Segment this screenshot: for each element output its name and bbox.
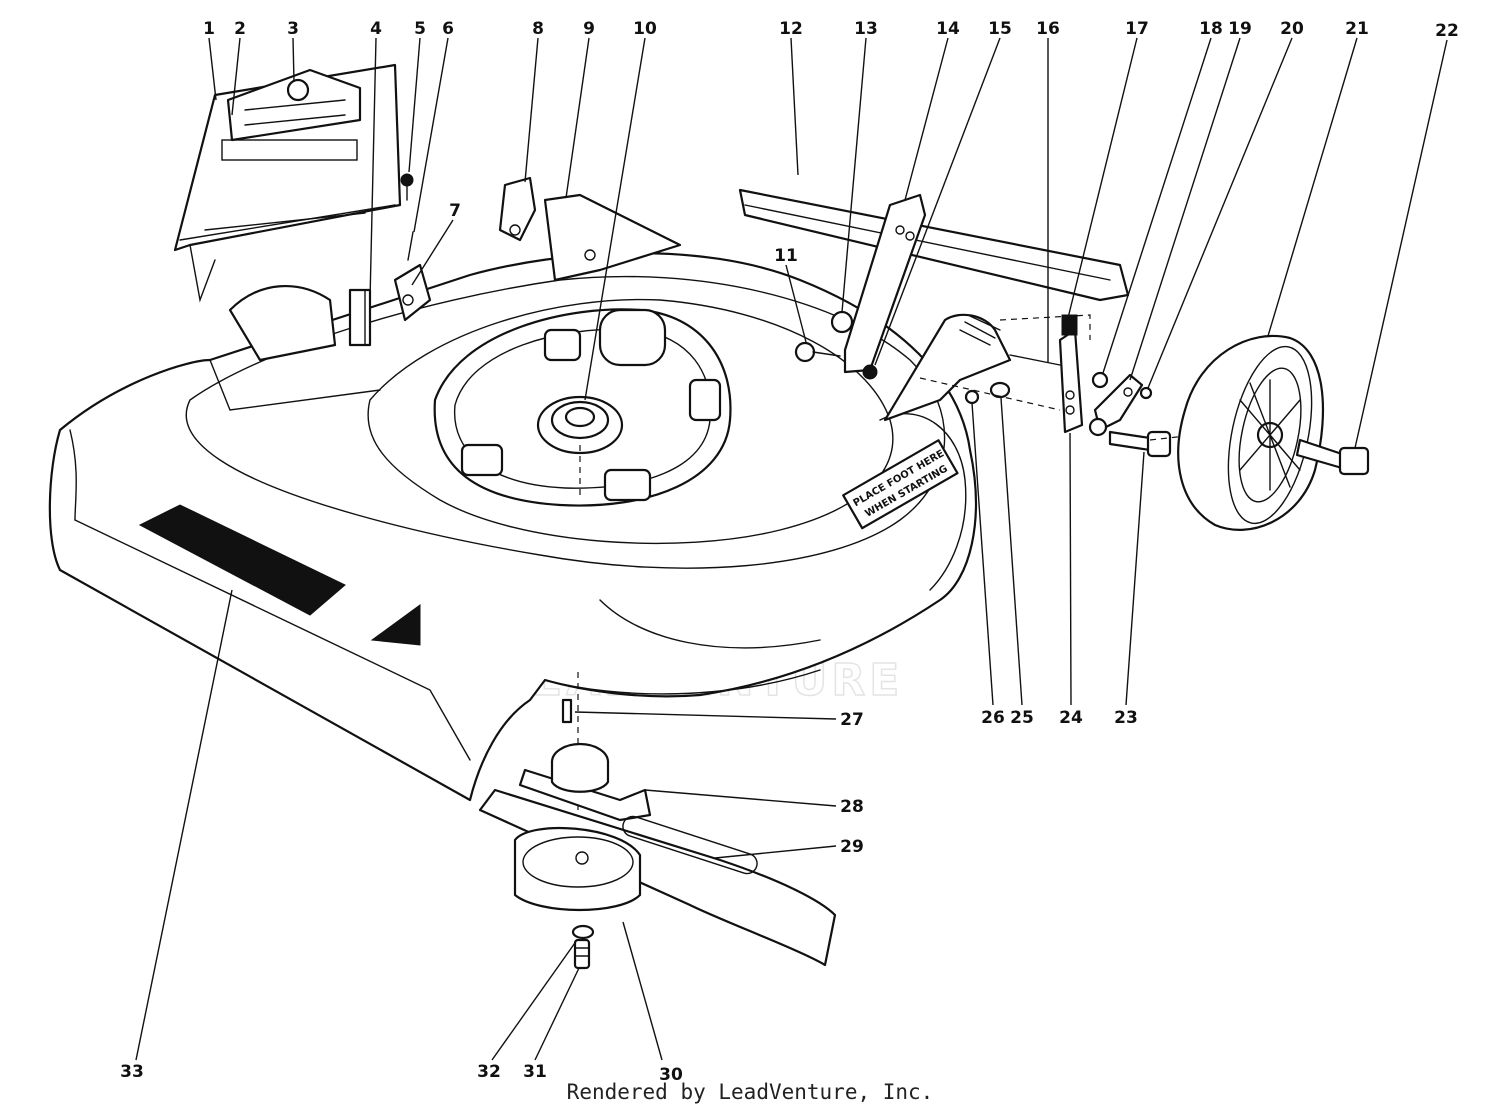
height-adjuster xyxy=(794,193,1091,422)
leader-lines xyxy=(135,37,1448,1061)
callout-28: 28 xyxy=(840,797,864,817)
callout-17: 17 xyxy=(1125,19,1149,39)
callouts: 1 2 3 4 5 6 7 8 9 10 11 12 13 14 15 16 1… xyxy=(120,19,1459,1085)
callout-15: 15 xyxy=(988,19,1012,39)
callout-13: 13 xyxy=(854,19,878,39)
callout-11: 11 xyxy=(774,246,798,266)
callout-25: 25 xyxy=(1010,708,1034,728)
callout-19: 19 xyxy=(1228,19,1252,39)
callout-2: 2 xyxy=(234,19,246,39)
blade-assembly xyxy=(478,672,837,970)
callout-14: 14 xyxy=(936,19,960,39)
callout-16: 16 xyxy=(1036,19,1060,39)
rear-flap xyxy=(173,63,402,303)
rear-rod-shield xyxy=(738,188,1130,302)
callout-24: 24 xyxy=(1059,708,1083,728)
callout-30: 30 xyxy=(659,1065,683,1085)
callout-3: 3 xyxy=(287,19,299,39)
callout-18: 18 xyxy=(1199,19,1223,39)
rear-wheel xyxy=(1177,334,1324,531)
callout-32: 32 xyxy=(477,1062,501,1082)
rear-hinge xyxy=(228,173,432,362)
callout-7: 7 xyxy=(449,201,461,221)
callout-27: 27 xyxy=(840,710,864,730)
callout-6: 6 xyxy=(442,19,454,39)
callout-31: 31 xyxy=(523,1062,547,1082)
axle-bolt xyxy=(1295,438,1370,476)
callout-23: 23 xyxy=(1114,708,1138,728)
callout-1: 1 xyxy=(203,19,215,39)
callout-9: 9 xyxy=(583,19,595,39)
deck-decal-plate xyxy=(138,504,346,616)
footer-credit: Rendered by LeadVenture, Inc. xyxy=(566,1080,934,1104)
callout-21: 21 xyxy=(1345,19,1369,39)
callout-22: 22 xyxy=(1435,21,1459,41)
callout-26: 26 xyxy=(981,708,1005,728)
callout-12: 12 xyxy=(779,19,803,39)
callout-10: 10 xyxy=(633,19,657,39)
mower-deck xyxy=(48,251,977,802)
wheel-hardware xyxy=(919,314,1241,458)
callout-4: 4 xyxy=(370,19,382,39)
callout-8: 8 xyxy=(532,19,544,39)
callout-20: 20 xyxy=(1280,19,1304,39)
callout-29: 29 xyxy=(840,837,864,857)
callout-33: 33 xyxy=(120,1062,144,1082)
engine-mount xyxy=(433,308,732,507)
callout-5: 5 xyxy=(414,19,426,39)
